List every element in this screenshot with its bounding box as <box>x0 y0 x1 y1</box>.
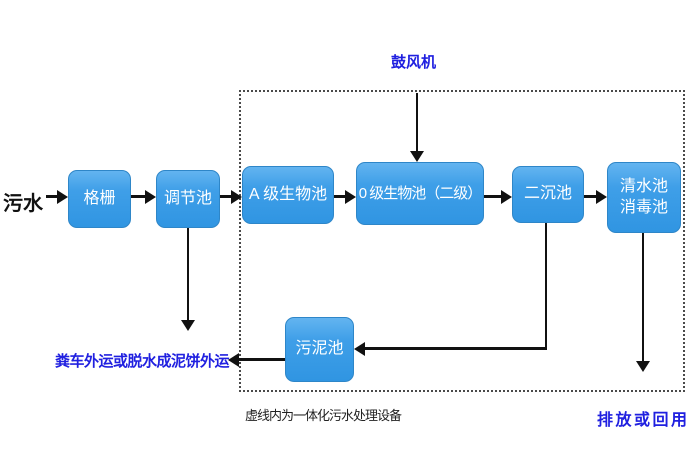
arrow-clarifier-to-clear-line <box>584 195 597 198</box>
arrow-clear-to-discharge-head <box>636 361 650 372</box>
arrow-sludge-to-disposal-head <box>228 353 239 367</box>
arrow-influent-to-grid-head <box>57 190 68 204</box>
arrow-abio-to-obio-head <box>345 190 356 204</box>
equipment-dashed-boundary <box>239 90 685 392</box>
flow-box-secondary-clarifier-label: 二沉池 <box>523 185 572 203</box>
dashed-box-caption: 虚线内为一体化污水处理设备 <box>245 408 402 423</box>
arrow-clear-to-discharge-line <box>642 233 644 361</box>
blower-label: 鼓风机 <box>391 54 437 71</box>
arrow-sludge-to-disposal-line <box>239 358 285 361</box>
arrow-regulating-to-abio-line <box>220 195 232 198</box>
flow-box-o-bio-tank: 0 级生物池（二级） <box>356 162 484 225</box>
arrow-abio-to-obio-line <box>334 195 346 198</box>
arrow-clarifier-to-sludge-vline <box>545 223 547 348</box>
arrow-blower-to-obio-head <box>410 151 424 162</box>
clear-water-line2: 消毒池 <box>619 198 668 216</box>
flow-box-grid-label: 格栅 <box>83 189 116 207</box>
influent-label: 污水 <box>3 193 43 215</box>
flow-box-grid: 格栅 <box>68 170 131 228</box>
flow-box-clear-water-disinfection: 清水池 消毒池 <box>607 162 681 233</box>
flow-box-sludge-tank-label: 污泥池 <box>295 340 344 358</box>
arrow-grid-to-regulating-head <box>145 190 156 204</box>
flow-box-a-bio-tank: A 级生物池 <box>242 166 334 224</box>
discharge-reuse-label: 排放或回用 <box>597 412 690 429</box>
flow-box-secondary-clarifier: 二沉池 <box>512 166 584 223</box>
arrow-influent-to-grid-line <box>46 195 58 198</box>
flow-box-o-bio-tank-label: 0 级生物池（二级） <box>358 184 483 202</box>
arrow-regulating-down-head <box>181 320 195 331</box>
flow-box-a-bio-tank-label: A 级生物池 <box>248 185 328 203</box>
clear-water-line1: 清水池 <box>619 177 668 195</box>
arrow-obio-to-clarifier-head <box>501 190 512 204</box>
arrow-clarifier-to-sludge-hline <box>364 347 547 350</box>
arrow-clarifier-to-sludge-head <box>354 342 365 356</box>
arrow-regulating-to-abio-head <box>231 190 242 204</box>
flow-box-sludge-tank: 污泥池 <box>285 317 354 382</box>
sludge-disposal-label: 粪车外运或脱水成泥饼外运 <box>55 353 230 370</box>
clear-water-lines: 清水池 消毒池 <box>620 177 668 219</box>
flow-box-regulating-tank: 调节池 <box>156 170 220 228</box>
arrow-obio-to-clarifier-line <box>484 195 502 198</box>
flow-box-regulating-tank-label: 调节池 <box>163 189 212 207</box>
arrow-regulating-down-line <box>187 228 189 320</box>
arrow-clarifier-to-clear-head <box>596 190 607 204</box>
arrow-grid-to-regulating-line <box>131 195 146 198</box>
arrow-blower-to-obio-line <box>416 93 418 151</box>
